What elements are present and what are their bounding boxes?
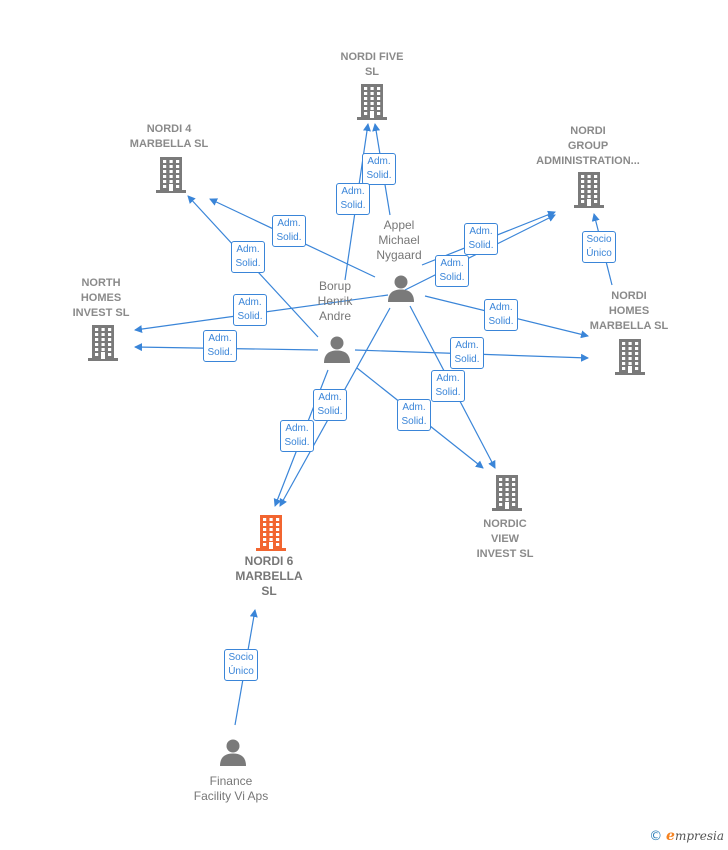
edge-label[interactable]: Adm. Solid. xyxy=(431,370,465,402)
edge-label[interactable]: Socio Único xyxy=(582,231,616,263)
person-icon[interactable] xyxy=(323,335,351,368)
edge-label[interactable]: Adm. Solid. xyxy=(435,255,469,287)
edge-label[interactable]: Socio Único xyxy=(224,649,258,681)
edge-label[interactable]: Adm. Solid. xyxy=(233,294,267,326)
copyright-icon: © xyxy=(649,829,663,844)
edge-label[interactable]: Adm. Solid. xyxy=(272,215,306,247)
edge-label[interactable]: Adm. Solid. xyxy=(280,420,314,452)
building-icon[interactable] xyxy=(156,157,186,198)
node-label-nordi-group[interactable]: NORDI GROUP ADMINISTRATION... xyxy=(536,125,640,167)
node-label-nordi-4[interactable]: NORDI 4 MARBELLA SL xyxy=(129,123,209,150)
building-icon[interactable] xyxy=(256,515,286,556)
edge-label[interactable]: Adm. Solid. xyxy=(313,389,347,421)
node-label-nordic-view[interactable]: NORDIC VIEW INVEST SL xyxy=(476,518,534,560)
building-icon[interactable] xyxy=(615,339,645,380)
building-icon[interactable] xyxy=(574,172,604,213)
node-label-nordi-five[interactable]: NORDI FIVE SL xyxy=(340,51,404,78)
edge-label[interactable]: Adm. Solid. xyxy=(484,299,518,331)
edge-label[interactable]: Adm. Solid. xyxy=(203,330,237,362)
person-icon[interactable] xyxy=(219,738,247,771)
person-icon[interactable] xyxy=(387,274,415,307)
edge-label[interactable]: Adm. Solid. xyxy=(362,153,396,185)
node-label-nordi-homes[interactable]: NORDI HOMES MARBELLA SL xyxy=(589,290,669,332)
edge-label[interactable]: Adm. Solid. xyxy=(336,183,370,215)
edge-label[interactable]: Adm. Solid. xyxy=(450,337,484,369)
building-icon[interactable] xyxy=(88,325,118,366)
node-label-borup[interactable]: Borup Henrik Andre xyxy=(317,279,353,323)
building-icon[interactable] xyxy=(492,475,522,516)
edge-label[interactable]: Adm. Solid. xyxy=(464,223,498,255)
node-label-appel[interactable]: Appel Michael Nygaard xyxy=(376,218,422,262)
node-label-north-homes[interactable]: NORTH HOMES INVEST SL xyxy=(72,277,130,319)
building-icon[interactable] xyxy=(357,84,387,125)
empresia-logo: © empresia xyxy=(649,828,724,844)
edge-label[interactable]: Adm. Solid. xyxy=(231,241,265,273)
node-label-finance[interactable]: Finance Facility Vi Aps xyxy=(193,774,269,803)
node-label-nordi-6[interactable]: NORDI 6 MARBELLA SL xyxy=(235,554,303,598)
edge-label[interactable]: Adm. Solid. xyxy=(397,399,431,431)
